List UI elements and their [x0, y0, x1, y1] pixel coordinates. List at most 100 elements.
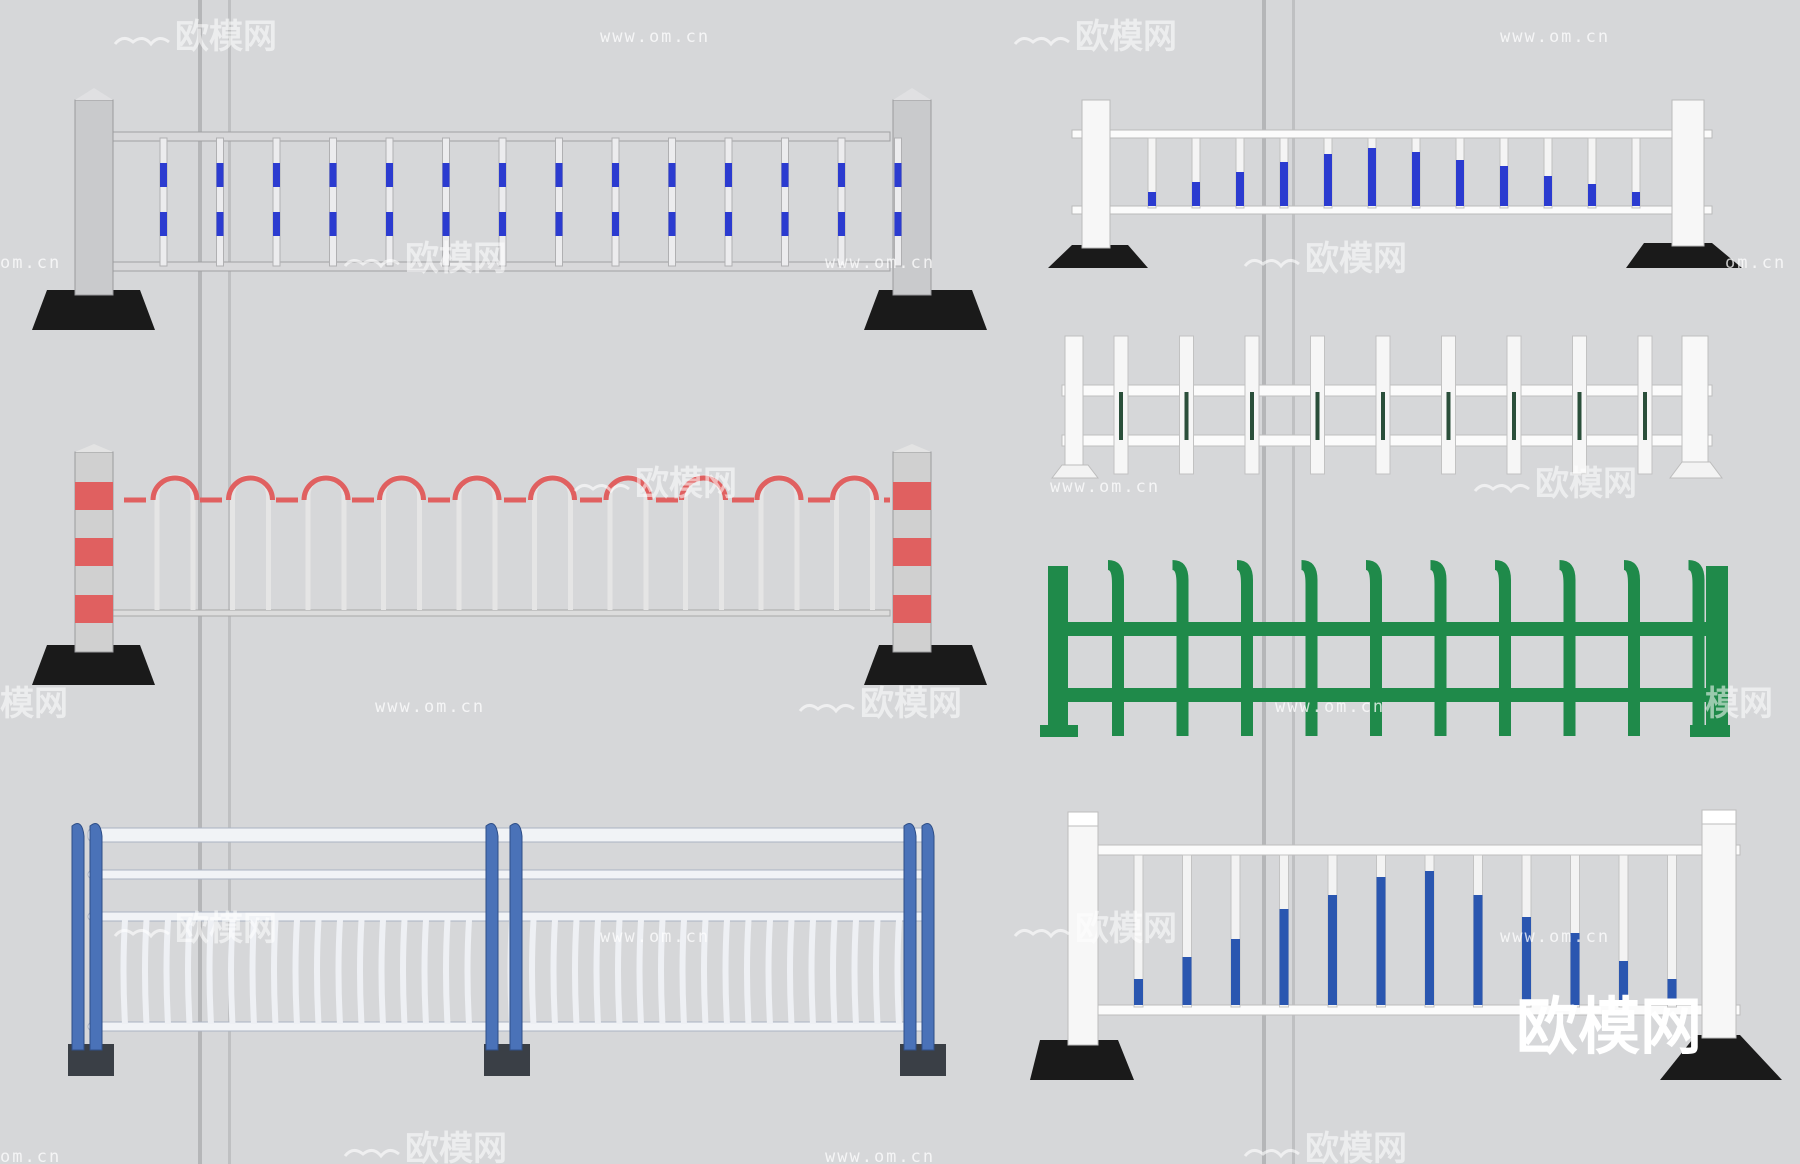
fence-bar — [1182, 854, 1192, 1008]
white-picket-fence — [1050, 335, 1723, 479]
fence-bar — [329, 137, 337, 267]
watermark-sofa-icon — [1243, 259, 1300, 269]
fence-base — [1660, 1035, 1782, 1080]
bottom-rail — [1060, 688, 1725, 702]
watermark-logo: 欧模网 — [1243, 239, 1407, 279]
fence-bar — [668, 137, 676, 267]
fence-bar — [1618, 854, 1629, 1008]
guard-bar — [529, 919, 537, 1025]
watermark-url-text: www.om.cn — [1275, 697, 1385, 717]
blue-mark — [160, 163, 167, 187]
blue-mark — [838, 212, 845, 236]
fence-post — [1048, 566, 1068, 730]
fence-base — [864, 290, 987, 330]
blue-stripe — [1632, 192, 1640, 206]
watermark-sofa-icon — [113, 37, 170, 47]
blue-bar-section — [1279, 909, 1289, 1005]
watermark-sofa-icon — [1243, 1149, 1300, 1159]
bottom-rail — [1071, 205, 1713, 215]
guard-bar — [765, 919, 773, 1025]
fence-bar — [1587, 137, 1597, 209]
blue-stripe — [1412, 152, 1420, 206]
fence-bar — [611, 137, 620, 267]
watermark-url-text: www.om.cn — [1500, 27, 1610, 47]
guard-bar — [335, 919, 343, 1025]
red-band — [893, 482, 931, 510]
blue-mark — [273, 163, 280, 187]
post-cap — [893, 444, 931, 452]
fence-bar — [781, 137, 789, 267]
green-picket — [1108, 560, 1124, 736]
post-cap — [75, 444, 113, 452]
watermark-brand-text: 欧模网 — [1535, 464, 1637, 504]
watermark-logo: 欧模网 — [1013, 909, 1177, 949]
blue-bar-section — [1134, 979, 1143, 1005]
fence-bar — [385, 137, 394, 267]
guard-bar — [378, 919, 386, 1025]
guard-bar — [421, 919, 429, 1025]
post-foot — [1050, 464, 1100, 479]
fence-post — [1706, 566, 1728, 730]
guard-bar — [701, 919, 709, 1025]
blue-stripe — [1500, 166, 1508, 206]
watermark-logo: 欧模网 — [1013, 17, 1177, 57]
watermark-sofa-icon — [798, 704, 855, 714]
watermark-logo: 欧模网 — [798, 684, 962, 724]
green-joint — [1446, 392, 1451, 440]
blue-mark — [612, 163, 619, 187]
blue-mark — [725, 212, 732, 236]
fence-base — [32, 290, 155, 330]
green-picket — [1366, 560, 1382, 736]
fence-bar — [555, 137, 563, 267]
blue-mark — [160, 212, 167, 236]
watermark-url-text: www.om.cn — [825, 253, 935, 273]
top-rail — [1060, 622, 1725, 636]
green-joint — [1577, 392, 1582, 440]
guard-bar — [572, 919, 580, 1025]
guard-bar — [163, 919, 171, 1025]
guard-bar — [894, 919, 902, 1025]
red-band — [75, 595, 113, 623]
red-arch — [528, 475, 577, 501]
fence-base — [1048, 245, 1148, 268]
guard-rail — [87, 869, 929, 880]
blue-stripe — [1148, 192, 1156, 206]
red-white-arch-fence — [32, 444, 987, 685]
white-rail-fence-blue-stripes — [1048, 99, 1742, 268]
watermark-layer: 欧模网欧模网欧模网欧模网欧模网欧模网欧模网欧模网欧模网欧模网欧模网模网模网www… — [0, 17, 1784, 1164]
blue-pipe-post — [89, 823, 103, 1051]
watermark-logo: 欧模网 — [573, 464, 737, 504]
watermark-brand-text: 欧模网 — [635, 464, 737, 504]
fence-post — [1081, 99, 1111, 249]
blue-pipe-post — [71, 823, 85, 1051]
blue-bar-section — [1473, 895, 1483, 1005]
watermark-sofa-icon — [113, 929, 170, 939]
guard-rail — [87, 1021, 929, 1032]
green-picket — [1430, 560, 1447, 736]
guard-bar — [851, 919, 859, 1025]
grey-rail-fence-blue-marks — [32, 88, 987, 330]
green-picket — [1237, 560, 1253, 736]
watermark-brand-text: 欧模网 — [405, 1129, 507, 1164]
watermark-brand-text: 欧模网 — [1075, 17, 1177, 57]
guard-bar — [615, 919, 623, 1025]
blue-pipe-post — [509, 823, 523, 1051]
guard-bar — [400, 919, 408, 1025]
watermark-url-text: www.om.cn — [825, 1147, 935, 1164]
fence-post — [1067, 819, 1099, 1046]
post-cap — [1067, 811, 1099, 827]
guard-bar — [206, 919, 214, 1025]
blue-mark — [216, 163, 224, 187]
blue-stripe — [1324, 154, 1332, 206]
watermark-brand-text: 欧模网 — [175, 17, 277, 57]
guard-bar — [142, 919, 150, 1025]
watermark-sofa-icon — [343, 1149, 400, 1159]
guard-bar — [722, 919, 730, 1025]
watermark-brand-text: 欧模网 — [1075, 909, 1177, 949]
red-arch — [452, 475, 502, 501]
fence-base — [32, 645, 155, 685]
blue-mark — [894, 212, 902, 236]
blue-mark — [555, 212, 563, 236]
watermark-brand-text: 欧模网 — [175, 909, 277, 949]
